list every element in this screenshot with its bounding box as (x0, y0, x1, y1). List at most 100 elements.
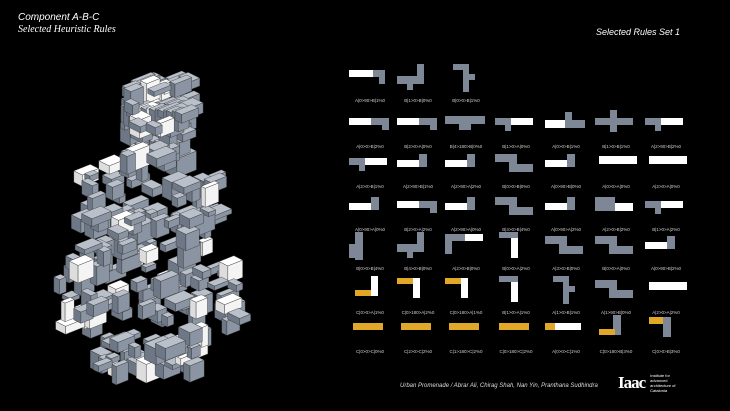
logo-mark: Iaac (618, 373, 646, 392)
rule-diagram (495, 118, 533, 131)
rule-diagram (449, 323, 479, 330)
rule-diagram (397, 118, 437, 130)
rule-piece (445, 203, 467, 210)
rule-piece (565, 112, 572, 128)
slide-subtitle: Selected Heuristic Rules (18, 24, 116, 35)
rule-piece (499, 323, 529, 330)
rule-piece (545, 120, 567, 128)
rule-label: C|2>0>C|2%0 (403, 349, 433, 354)
rule-cell: B|4>180>B|0%0 (441, 110, 491, 149)
rule-piece (397, 118, 419, 125)
rule-piece (495, 154, 515, 162)
rule-label: C|0>180>C|2%0 (499, 349, 533, 354)
rules-set-title: Selected Rules Set 1 (596, 27, 681, 37)
rule-piece (467, 154, 475, 167)
rule-piece (449, 323, 479, 330)
rule-piece (417, 64, 424, 84)
aggregation-3d-model (53, 70, 252, 385)
rule-cell: A|2>0>B|2%0 (591, 193, 641, 232)
rule-cell: A|0>0>A|0%0 (591, 150, 641, 189)
model-block (153, 84, 172, 97)
rule-diagram (495, 197, 533, 215)
model-block (177, 194, 187, 209)
rule-piece (659, 201, 683, 208)
rule-piece (359, 158, 365, 171)
rule-label: C|1>180>C|2%0 (449, 349, 483, 354)
rule-piece (419, 154, 427, 167)
rule-diagram (445, 278, 468, 298)
model-block (153, 277, 162, 300)
rule-label: B|1>0>A|1%0 (502, 310, 530, 315)
model-block (165, 340, 186, 362)
rule-cell: B|1>0>B|0%0 (393, 64, 443, 103)
rule-piece (545, 160, 567, 167)
rule-piece (655, 118, 661, 131)
model-block (179, 271, 187, 288)
model-block (121, 252, 142, 275)
rule-piece (445, 234, 465, 241)
model-block (64, 299, 75, 323)
model-block (189, 327, 203, 347)
rule-piece (509, 207, 533, 215)
rule-piece (511, 232, 518, 258)
model-block (122, 239, 138, 255)
rule-piece (659, 118, 683, 125)
rule-diagram (397, 154, 427, 167)
rule-label: A|0>0>B|2%0 (356, 144, 384, 149)
rule-diagram (445, 197, 475, 210)
model-block (183, 180, 202, 195)
rule-label: C|0>180>A|2%0 (401, 310, 435, 315)
rule-piece (509, 118, 533, 125)
rule-cell: C|0>180>A|1%0 (441, 276, 491, 315)
model-block (201, 324, 209, 348)
rule-diagram (645, 236, 675, 249)
rule-label: B|0>0>B|4%0 (356, 266, 384, 271)
rule-cell: C|2>0>C|2%0 (393, 315, 443, 354)
rule-cell: C|0>0>A|1%0 (345, 276, 395, 315)
rule-label: A|0>0>A|0%0 (602, 184, 630, 189)
rule-diagram (355, 276, 378, 296)
rule-cell: A|0>0>B|2%0 (345, 110, 395, 149)
rule-cell: C|0>0>B|3%0 (641, 315, 691, 354)
rule-piece (505, 118, 511, 131)
rule-cell: A|0>0>C|1%0 (541, 315, 591, 354)
rule-piece (509, 197, 517, 213)
rule-piece (499, 276, 518, 282)
rule-piece (649, 156, 687, 164)
rule-piece (499, 232, 518, 238)
model-block (137, 303, 143, 321)
rule-piece (595, 197, 615, 211)
rule-piece (615, 203, 633, 211)
model-block (53, 276, 60, 295)
rule-label: C|0>0>A|1%0 (356, 310, 384, 315)
rule-piece (461, 278, 468, 298)
slide-title-block: Component A-B-C Selected Heuristic Rules (18, 12, 116, 36)
model-block (202, 238, 213, 257)
model-block (59, 276, 67, 295)
rule-cell: A|0>0>B|1%0 (541, 110, 591, 149)
rule-piece (495, 197, 515, 205)
rule-cell: B|0>0>A|0%0 (591, 232, 641, 271)
rule-piece (553, 276, 569, 282)
rule-piece (610, 110, 617, 132)
model-block (146, 246, 159, 265)
rule-piece (663, 317, 671, 337)
model-block (60, 300, 66, 323)
rule-diagram (545, 112, 585, 128)
model-block (202, 268, 212, 280)
model-block (221, 318, 228, 336)
rule-diagram (349, 70, 385, 84)
model-block (174, 77, 192, 99)
model-block (182, 129, 197, 143)
rule-label: A|2>0>B|2%0 (602, 227, 630, 232)
rule-label: A|0>90>A|0%0 (354, 227, 386, 232)
model-block (191, 344, 201, 360)
model-block (112, 182, 125, 201)
rule-piece (463, 74, 475, 80)
rule-label: A|2>0>B|1%0 (356, 184, 384, 189)
rule-cell: A|0>90>B|2%0 (641, 232, 691, 271)
rule-diagram (599, 156, 637, 164)
model-block (142, 300, 156, 321)
rule-piece (563, 286, 575, 292)
rule-diagram (545, 154, 575, 167)
